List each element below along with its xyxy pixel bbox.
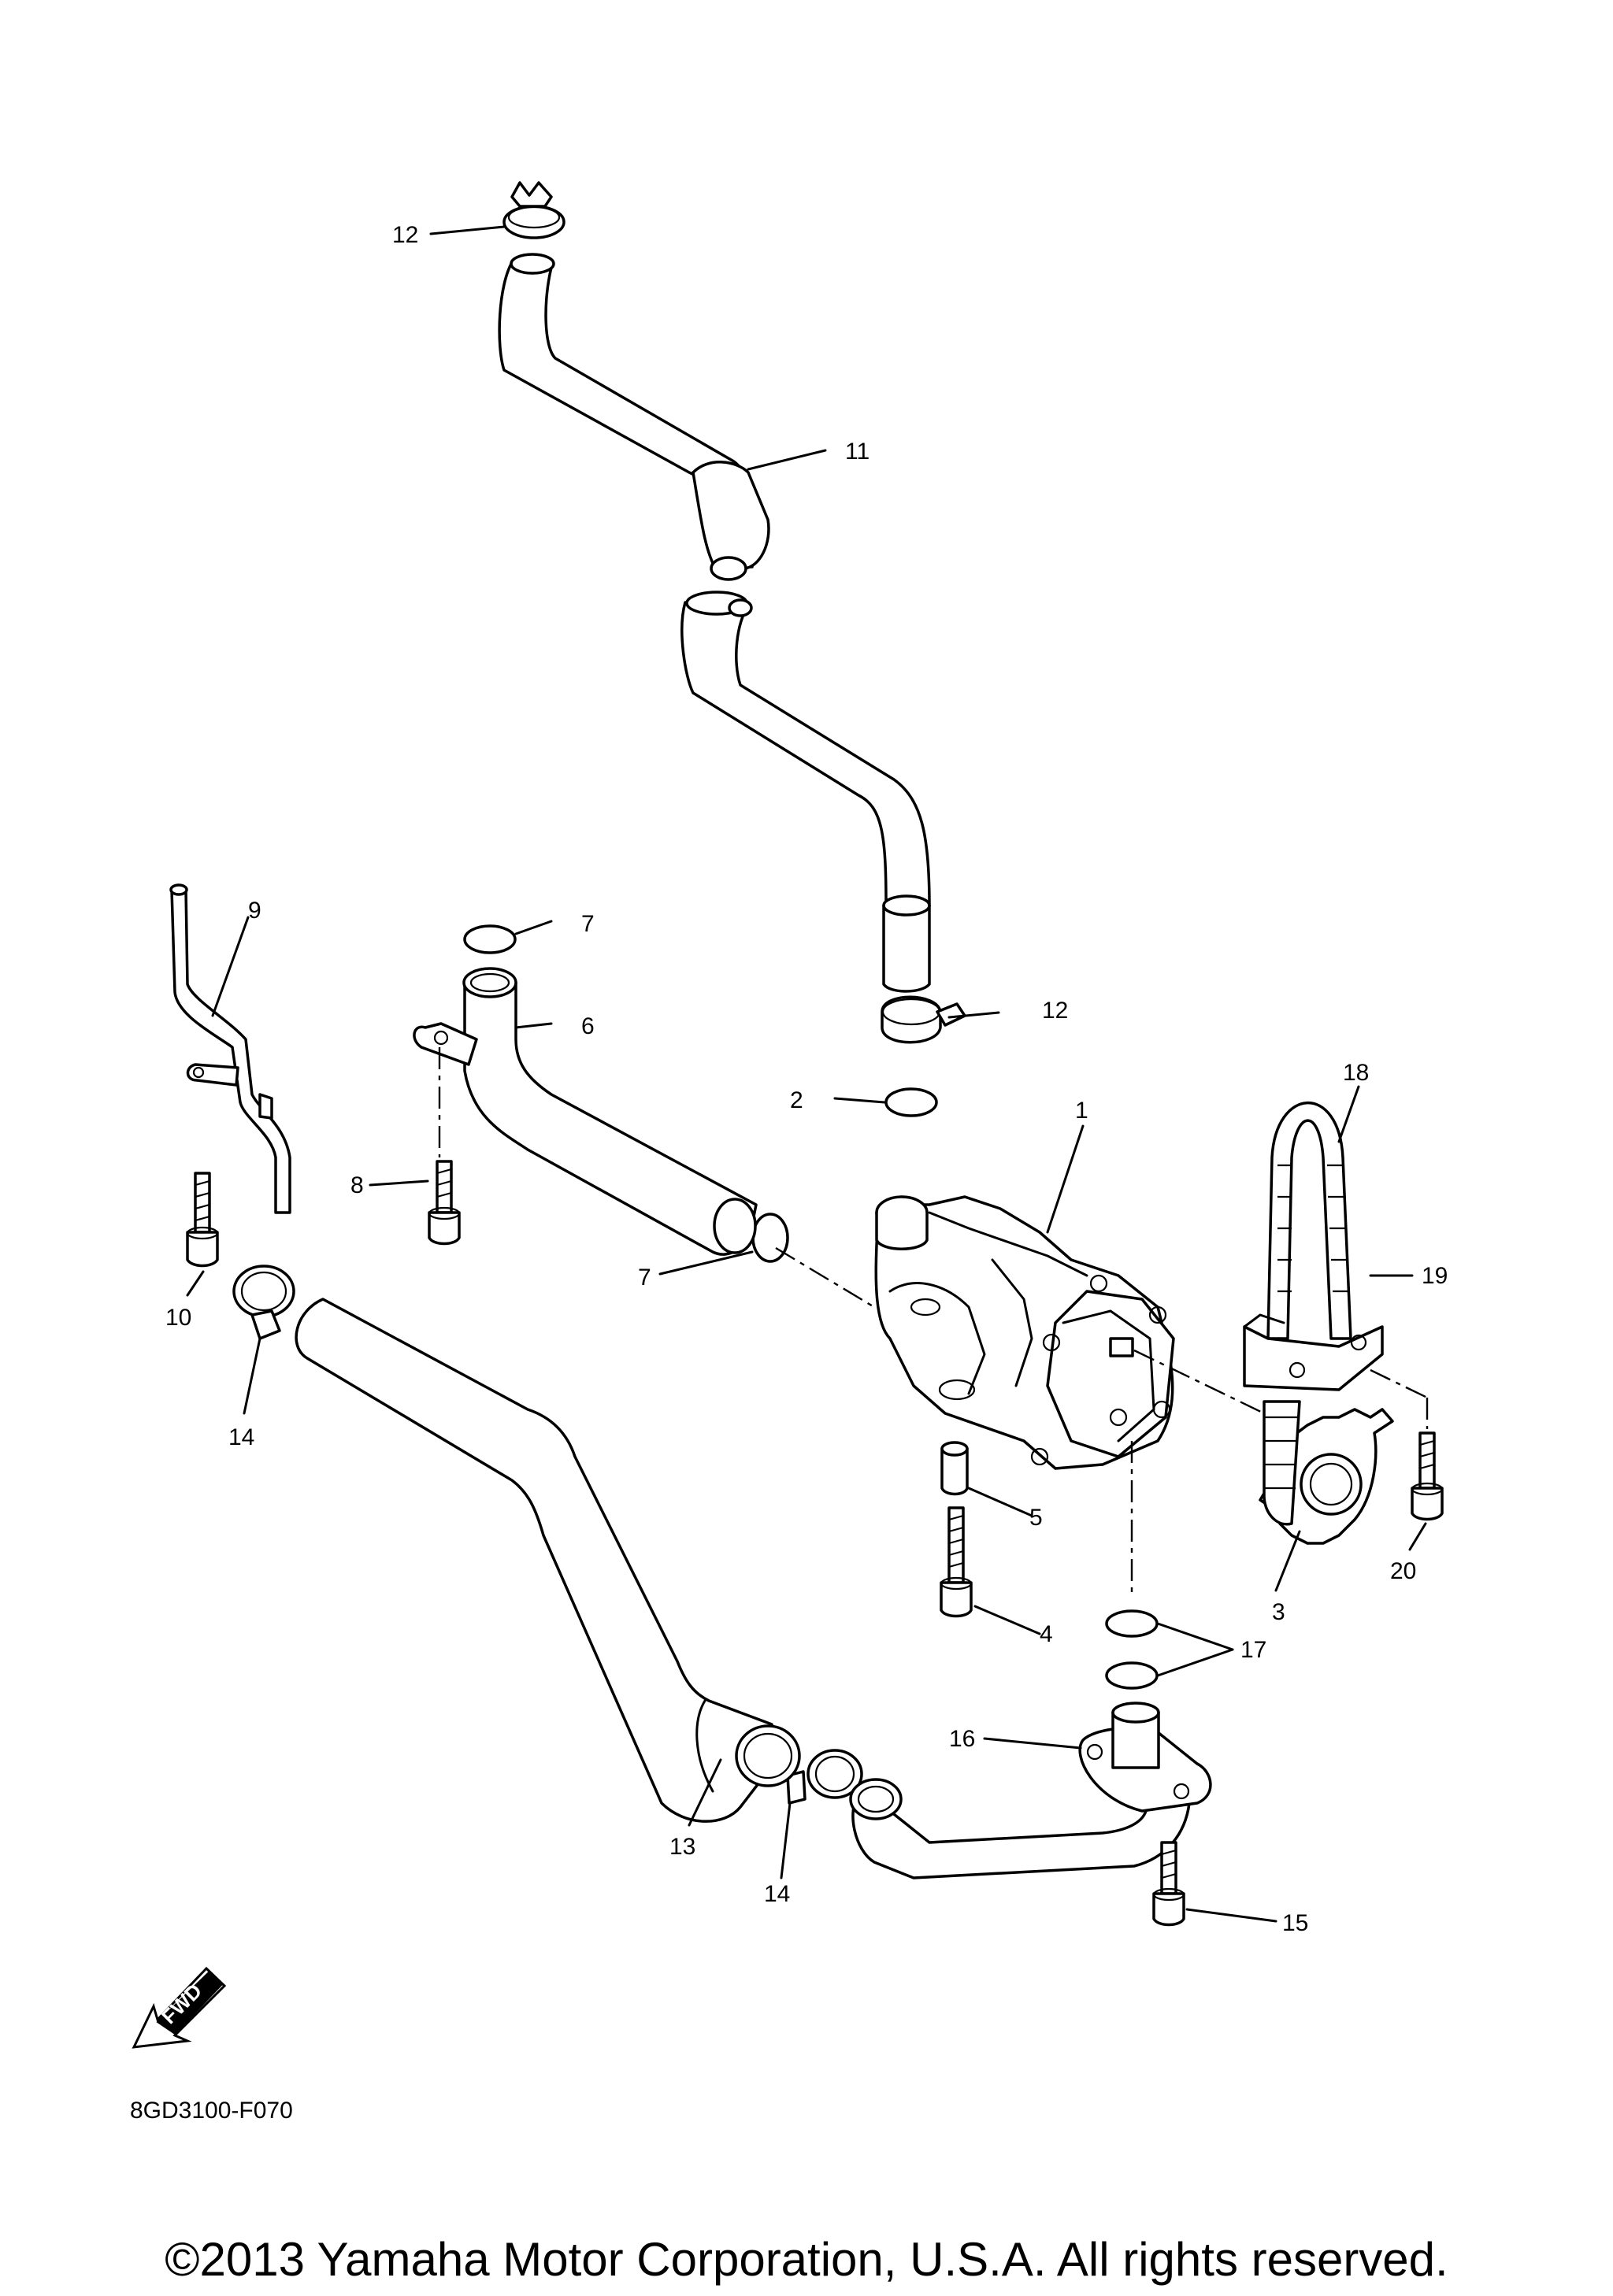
part-12-clamp-lower	[881, 995, 966, 1044]
callout-9: 9	[248, 898, 261, 924]
callout-10: 10	[165, 1305, 191, 1331]
callout-12-top: 12	[392, 222, 418, 248]
callout-8: 8	[350, 1172, 364, 1198]
callout-13: 13	[669, 1834, 695, 1860]
callout-14-lower: 14	[764, 1881, 790, 1907]
callout-18: 18	[1343, 1060, 1369, 1086]
alignment-lines	[775, 1246, 1429, 1598]
part-9-oil-pipe	[169, 883, 291, 1214]
part-18-chain	[1263, 1102, 1352, 1526]
callout-17-label: 15	[1282, 1910, 1308, 1936]
part-16-o-ring-upper	[1105, 1609, 1159, 1638]
part-8-bolt	[428, 1047, 461, 1246]
part-4-bolt	[940, 1506, 973, 1618]
callout-11: 11	[845, 439, 870, 465]
part-7-o-ring-lower	[751, 1213, 789, 1263]
callout-12-lower: 12	[1042, 998, 1068, 1024]
part-6-oil-pipe	[413, 967, 758, 1256]
part-12-clamp-top	[502, 181, 565, 239]
callout-2: 2	[790, 1087, 803, 1113]
callout-20: 20	[1390, 1558, 1416, 1584]
part-20-bolt	[1411, 1431, 1444, 1521]
part-14-clamp-upper	[232, 1265, 295, 1340]
part-5-dowel	[940, 1441, 969, 1496]
callout-1: 1	[1075, 1098, 1088, 1124]
callout-16: 17	[1240, 1637, 1266, 1663]
part-11-hose-upper	[498, 253, 770, 581]
callout-14-upper: 14	[228, 1424, 254, 1450]
part-13-hose-long	[295, 1298, 801, 1823]
part-10-bolt	[186, 1172, 219, 1268]
callout-15: 16	[949, 1726, 975, 1752]
callout-19: 19	[1422, 1263, 1448, 1289]
part-11-hose-lower	[680, 591, 931, 993]
callout-4: 4	[1040, 1621, 1053, 1647]
part-17-bolt	[1152, 1841, 1185, 1927]
callout-6: 6	[581, 1013, 595, 1039]
fwd-arrow-icon: FWD	[132, 1966, 227, 2049]
part-19-chain-guide	[1243, 1313, 1384, 1391]
part-15-oil-pipe-strainer	[849, 1702, 1212, 1879]
part-16-o-ring-lower	[1105, 1661, 1159, 1690]
part-2-o-ring	[884, 1087, 938, 1117]
callout-7-upper: 7	[581, 911, 595, 937]
part-1-oil-pump	[874, 1195, 1175, 1470]
callout-3: 3	[1272, 1599, 1285, 1625]
callout-5: 5	[1029, 1505, 1043, 1531]
leader-lines	[186, 225, 1427, 1923]
callout-labels: 12 11 9 7 6 12 18 2 1 8 7 19 10 14 5 20 …	[165, 222, 1448, 1936]
callout-7-lower: 7	[638, 1265, 651, 1291]
part-7-o-ring-upper	[463, 924, 517, 954]
drawing-code: 8GD3100-F070	[130, 2098, 293, 2124]
copyright-notice: ©2013 Yamaha Motor Corporation, U.S.A. A…	[165, 2233, 1448, 2286]
part-14-clamp-lower	[786, 1749, 863, 1805]
